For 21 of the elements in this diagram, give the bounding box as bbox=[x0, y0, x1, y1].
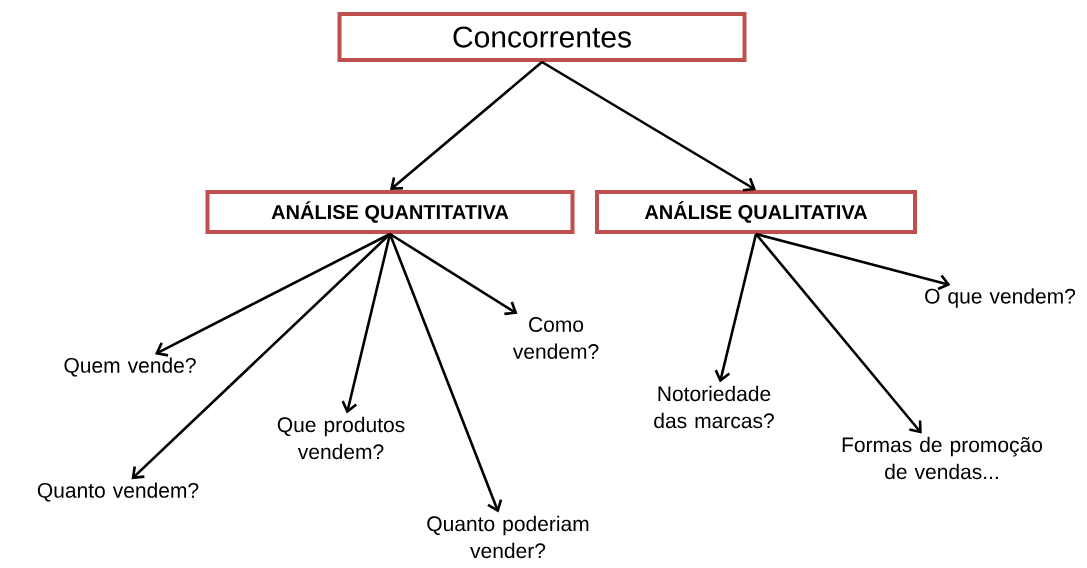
category-box: ANÁLISE QUALITATIVA bbox=[595, 190, 917, 234]
arrow bbox=[131, 233, 391, 480]
question-text: Quanto poderiam vender? bbox=[427, 515, 589, 559]
question-text: Quanto vendem? bbox=[37, 482, 199, 502]
question-text: Quem vende? bbox=[64, 357, 196, 377]
arrow bbox=[341, 233, 392, 414]
question-text: Que produtos vendem? bbox=[277, 416, 405, 460]
arrow bbox=[390, 61, 543, 190]
arrow bbox=[755, 232, 951, 291]
question-text: O que vendem? bbox=[925, 288, 1076, 308]
question-text: Formas de promoção de vendas... bbox=[842, 436, 1043, 480]
arrow bbox=[714, 233, 758, 383]
question-text: Como vendem? bbox=[512, 317, 599, 359]
arrow bbox=[154, 232, 391, 357]
arrow bbox=[755, 233, 922, 434]
title-box: Concorrentes bbox=[337, 12, 747, 62]
arrow bbox=[388, 233, 503, 513]
question-text: Notoriedade das marcas? bbox=[654, 385, 774, 429]
category-box: ANÁLISE QUANTITATIVA bbox=[205, 190, 575, 234]
arrow bbox=[541, 60, 756, 192]
arrow bbox=[389, 232, 518, 316]
